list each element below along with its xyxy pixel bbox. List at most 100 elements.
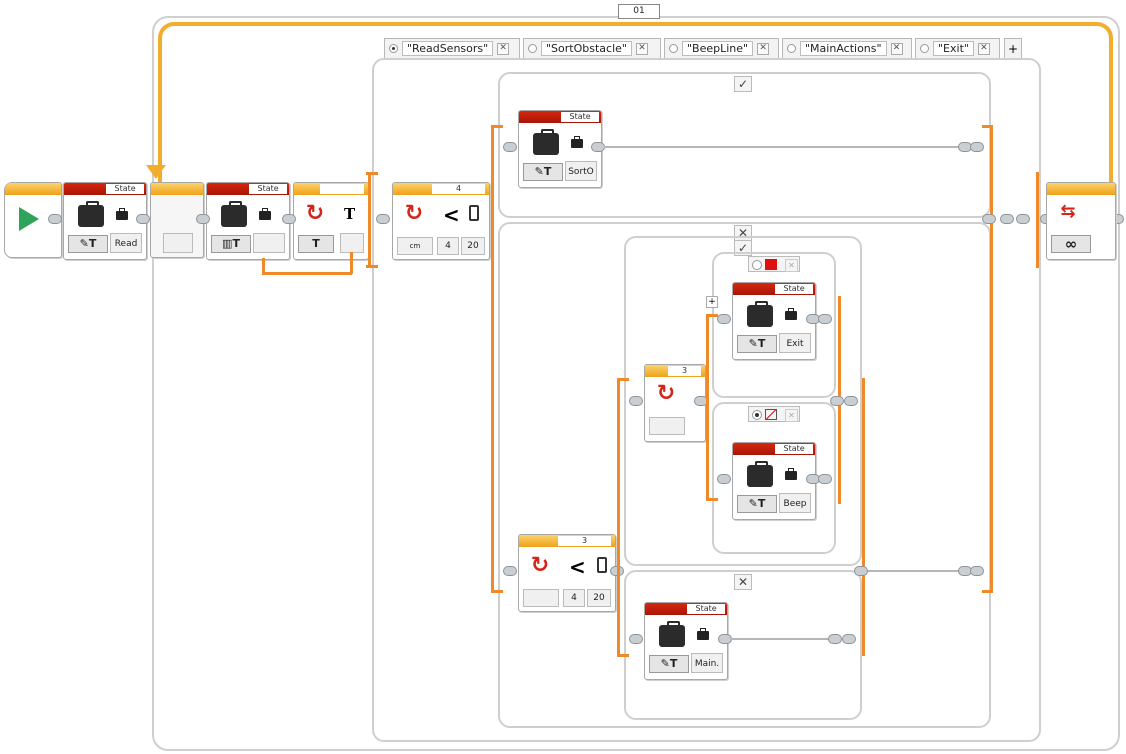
value-slot[interactable]: Read bbox=[110, 233, 142, 253]
sequence-plug[interactable] bbox=[282, 214, 296, 224]
tab-label[interactable]: "MainActions" bbox=[800, 41, 887, 56]
mode-selector[interactable]: ✎T bbox=[68, 235, 108, 253]
mode-selector[interactable]: T bbox=[298, 235, 334, 253]
tab-label[interactable]: "BeepLine" bbox=[682, 41, 754, 56]
sequence-plug[interactable] bbox=[136, 214, 150, 224]
case-selector[interactable]: ✕ bbox=[748, 406, 800, 422]
sequence-plug[interactable] bbox=[818, 314, 832, 324]
tab-readsensors[interactable]: "ReadSensors" ✕ bbox=[384, 38, 520, 58]
threshold-slot[interactable]: 20 bbox=[461, 237, 485, 255]
case-selector[interactable]: ✕ bbox=[748, 256, 800, 272]
sequence-plug[interactable] bbox=[48, 214, 62, 224]
mode-selector[interactable]: ▥T bbox=[211, 235, 251, 253]
tab-radio-icon[interactable] bbox=[920, 44, 929, 53]
sequence-plug[interactable] bbox=[1000, 214, 1014, 224]
port-slot[interactable]: 4 bbox=[563, 589, 585, 607]
radio-icon[interactable] bbox=[752, 260, 762, 270]
sequence-plug[interactable] bbox=[629, 634, 643, 644]
tab-mainactions[interactable]: "MainActions" ✕ bbox=[782, 38, 912, 58]
state-block-read[interactable]: State ✎T Read bbox=[63, 182, 147, 260]
value-slot[interactable] bbox=[340, 233, 364, 253]
mode-text: T bbox=[757, 497, 766, 510]
sequence-plug[interactable] bbox=[376, 214, 390, 224]
red-arrow-icon: ↻ bbox=[656, 381, 676, 406]
close-icon[interactable]: ✕ bbox=[977, 42, 990, 55]
close-icon[interactable]: ✕ bbox=[785, 409, 798, 422]
radio-icon[interactable] bbox=[752, 410, 762, 420]
value-slot[interactable]: Beep bbox=[779, 493, 811, 513]
block-title: State bbox=[687, 604, 725, 614]
state-block-beep[interactable]: State ✎T Beep bbox=[732, 442, 816, 520]
port-slot[interactable]: 4 bbox=[437, 237, 459, 255]
close-icon[interactable]: ✕ bbox=[890, 42, 903, 55]
color-case-red-frame bbox=[712, 252, 836, 398]
block-header: State bbox=[519, 111, 601, 123]
state-block-list[interactable]: State ▥T bbox=[206, 182, 290, 260]
value-slot[interactable]: Exit bbox=[779, 333, 811, 353]
sequence-plug[interactable] bbox=[844, 396, 858, 406]
tab-label[interactable]: "Exit" bbox=[933, 41, 974, 56]
state-block-sortobstacle[interactable]: State ✎T SortO bbox=[518, 110, 602, 188]
close-icon[interactable]: ✕ bbox=[785, 259, 798, 272]
sequence-plug[interactable] bbox=[717, 314, 731, 324]
close-icon[interactable]: ✕ bbox=[757, 42, 770, 55]
switch-text-block[interactable]: ↻ T T bbox=[293, 182, 369, 260]
sequence-plug[interactable] bbox=[717, 474, 731, 484]
sequence-plug[interactable] bbox=[842, 634, 856, 644]
sequence-plug[interactable] bbox=[828, 634, 842, 644]
mode-selector[interactable]: ✎T bbox=[649, 655, 689, 673]
mode-selector[interactable]: ✎T bbox=[737, 495, 777, 513]
switch-ultrasonic-block[interactable]: 4 ↻ < cm 4 20 bbox=[392, 182, 490, 260]
briefcase-icon bbox=[533, 129, 559, 155]
switch-bracket bbox=[617, 654, 629, 657]
close-icon[interactable]: ✕ bbox=[635, 42, 648, 55]
value-slot[interactable] bbox=[253, 233, 285, 253]
tab-radio-icon[interactable] bbox=[787, 44, 796, 53]
sequence-plug[interactable] bbox=[591, 142, 605, 152]
sequence-plug[interactable] bbox=[629, 396, 643, 406]
inner-case-false-icon[interactable]: ✕ bbox=[734, 574, 752, 590]
sequence-plug[interactable] bbox=[970, 566, 984, 576]
add-tab-button[interactable]: + bbox=[1004, 38, 1022, 58]
briefcase-small-icon bbox=[259, 208, 271, 220]
tab-radio-icon[interactable] bbox=[528, 44, 537, 53]
sensor-mode[interactable]: cm bbox=[397, 237, 433, 255]
tab-sortobstacle[interactable]: "SortObstacle" ✕ bbox=[523, 38, 661, 58]
mode-selector[interactable]: ✎T bbox=[737, 335, 777, 353]
case-true-icon[interactable]: ✓ bbox=[734, 76, 752, 92]
loop-mode-selector[interactable]: ∞ bbox=[1051, 235, 1091, 253]
block-header: State bbox=[645, 603, 727, 615]
switch-ultrasonic-inner-block[interactable]: 3 ↻ < 4 20 bbox=[518, 534, 616, 612]
sequence-plug[interactable] bbox=[196, 214, 210, 224]
tab-label[interactable]: "SortObstacle" bbox=[541, 41, 632, 56]
sequence-plug[interactable] bbox=[982, 214, 996, 224]
sequence-plug[interactable] bbox=[503, 566, 517, 576]
tab-radio-icon[interactable] bbox=[389, 44, 398, 53]
loop-end-block[interactable]: ⇆ ∞ bbox=[1046, 182, 1116, 260]
sequence-plug[interactable] bbox=[1016, 214, 1030, 224]
block-header bbox=[294, 183, 368, 195]
close-icon[interactable]: ✕ bbox=[497, 42, 510, 55]
value-slot[interactable]: SortO bbox=[565, 161, 597, 181]
sensor-mode[interactable] bbox=[649, 417, 685, 435]
tab-beepline[interactable]: "BeepLine" ✕ bbox=[664, 38, 779, 58]
sequence-plug[interactable] bbox=[818, 474, 832, 484]
sequence-plug[interactable] bbox=[970, 142, 984, 152]
sequence-plug[interactable] bbox=[830, 396, 844, 406]
tab-radio-icon[interactable] bbox=[669, 44, 678, 53]
sequence-plug[interactable] bbox=[854, 566, 868, 576]
sequence-plug[interactable] bbox=[503, 142, 517, 152]
tab-label[interactable]: "ReadSensors" bbox=[402, 41, 494, 56]
mode-selector[interactable]: ✎T bbox=[523, 163, 563, 181]
briefcase-icon bbox=[78, 201, 104, 227]
value-slot[interactable]: Main. bbox=[691, 653, 723, 673]
mode-text: T bbox=[543, 165, 552, 178]
play-icon[interactable] bbox=[19, 207, 39, 231]
add-case-button[interactable]: + bbox=[706, 296, 718, 308]
state-block-mainactions[interactable]: State ✎T Main. bbox=[644, 602, 728, 680]
tab-exit[interactable]: "Exit" ✕ bbox=[915, 38, 1000, 58]
sensor-mode[interactable] bbox=[523, 589, 559, 607]
threshold-slot[interactable]: 20 bbox=[587, 589, 611, 607]
state-block-exit[interactable]: State ✎T Exit bbox=[732, 282, 816, 360]
